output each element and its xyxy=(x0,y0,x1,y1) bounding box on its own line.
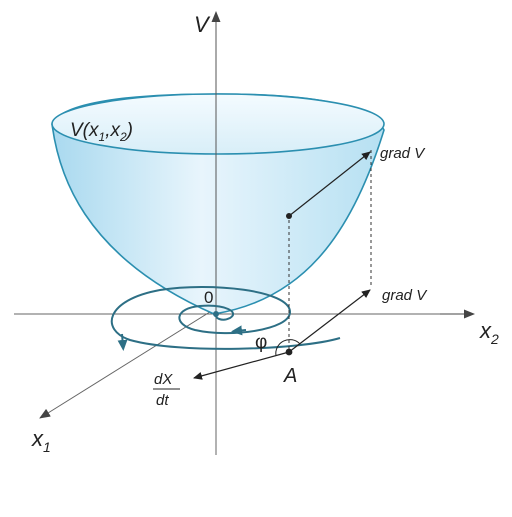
grad-v-label-lower: grad V xyxy=(382,287,428,304)
grad-v-arrow-lower xyxy=(288,289,371,353)
spiral-arrow-inner xyxy=(231,325,247,336)
grad-v-arrow-upper xyxy=(288,151,371,217)
angle-arc xyxy=(275,339,301,357)
x1-axis-label: x1 xyxy=(31,426,51,455)
origin-point xyxy=(213,311,219,317)
x2-axis-label: x2 xyxy=(479,318,499,347)
spiral-arrow-left xyxy=(117,333,128,351)
bowl-rim xyxy=(51,93,385,155)
origin-label: 0 xyxy=(204,288,213,307)
v-axis-label: V xyxy=(194,12,211,37)
velocity-arrow xyxy=(193,351,290,380)
velocity-label-denominator: dt xyxy=(156,392,169,409)
velocity-label-numerator: dX xyxy=(154,371,173,388)
grad-v-label-upper: grad V xyxy=(380,145,426,162)
phase-trajectory xyxy=(110,285,341,350)
surface-function-label: V(x1,x2) xyxy=(70,120,133,144)
point-a-label: A xyxy=(283,365,297,387)
angle-label: φ xyxy=(255,332,267,353)
